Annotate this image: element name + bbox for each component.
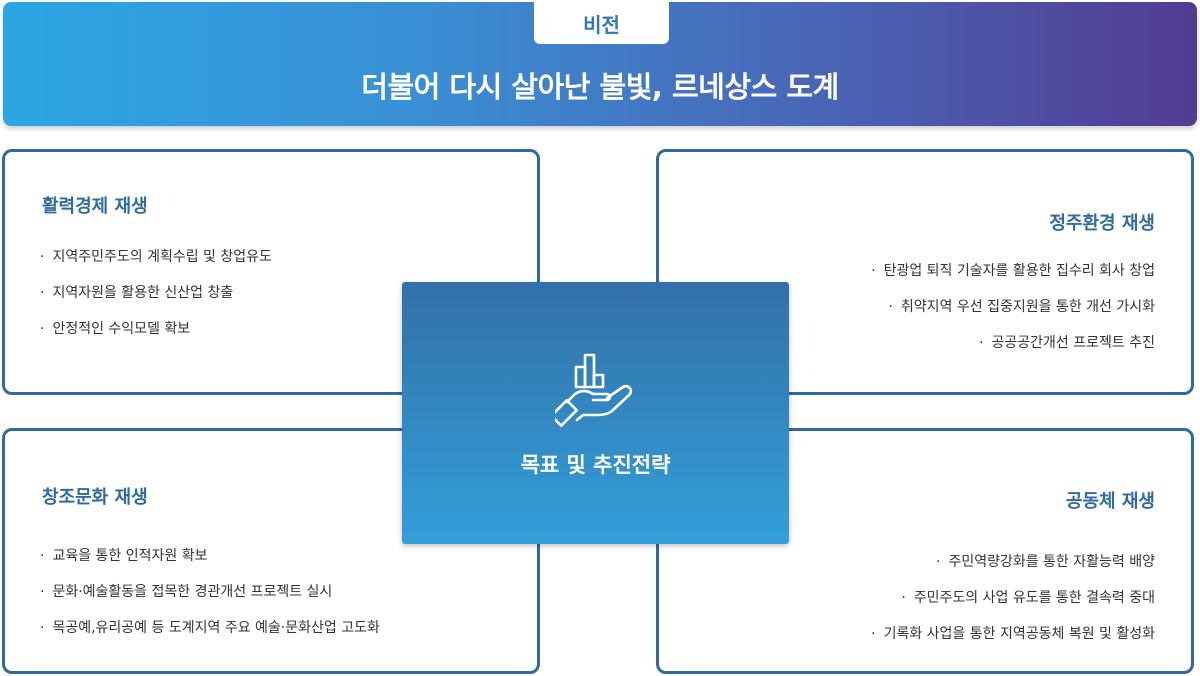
center-goal-box: 목표 및 추진전략 (402, 282, 789, 544)
strategy-item: 문화·예술활동을 접목한 경관개선 프로젝트 실시 (40, 574, 380, 610)
vision-title: 더불어 다시 살아난 불빛, 르네상스 도계 (361, 70, 839, 104)
hand-holding-chart-icon (555, 353, 633, 428)
strategy-title-economy: 활력경제 재생 (42, 196, 148, 217)
strategy-item: 안정적인 수익모델 확보 (40, 311, 272, 347)
strategy-item: 공공공간개선 프로젝트 추진 (871, 325, 1155, 361)
strategy-title-community: 공동체 재생 (1065, 491, 1155, 512)
strategy-item: 지역주민주도의 계획수립 및 창업유도 (40, 239, 271, 275)
strategy-item: 목공예,유리공예 등 도계지역 주요 예술·문화산업 고도화 (40, 610, 379, 646)
strategy-item: 탄광업 퇴직 기술자를 활용한 집수리 회사 창업 (871, 253, 1155, 289)
vision-tab: 비전 (534, 2, 669, 44)
strategy-title-culture: 창조문화 재생 (42, 487, 148, 508)
strategy-list-community: 주민역량강화를 통한 자활능력 배양 주민주도의 사업 유도를 통한 결속력 중… (871, 544, 1155, 652)
center-title: 목표 및 추진전략 (520, 453, 671, 477)
strategy-item: 취약지역 우선 집중지원을 통한 개선 가시화 (871, 289, 1155, 325)
strategy-item: 주민역량강화를 통한 자활능력 배양 (871, 544, 1155, 580)
strategy-item: 주민주도의 사업 유도를 통한 결속력 중대 (871, 580, 1155, 616)
strategy-list-environment: 탄광업 퇴직 기술자를 활용한 집수리 회사 창업 취약지역 우선 집중지원을 … (871, 253, 1155, 361)
strategy-item: 교육을 통한 인적자원 확보 (40, 538, 380, 574)
strategy-list-economy: 지역주민주도의 계획수립 및 창업유도 지역자원을 활용한 신산업 창출 안정적… (40, 239, 272, 347)
strategy-item: 기록화 사업을 통한 지역공동체 복원 및 활성화 (871, 616, 1155, 652)
strategy-item: 지역자원을 활용한 신산업 창출 (40, 275, 272, 311)
strategy-list-culture: 교육을 통한 인적자원 확보 문화·예술활동을 접목한 경관개선 프로젝트 실시… (40, 538, 380, 646)
strategy-title-environment: 정주환경 재생 (1049, 213, 1155, 234)
